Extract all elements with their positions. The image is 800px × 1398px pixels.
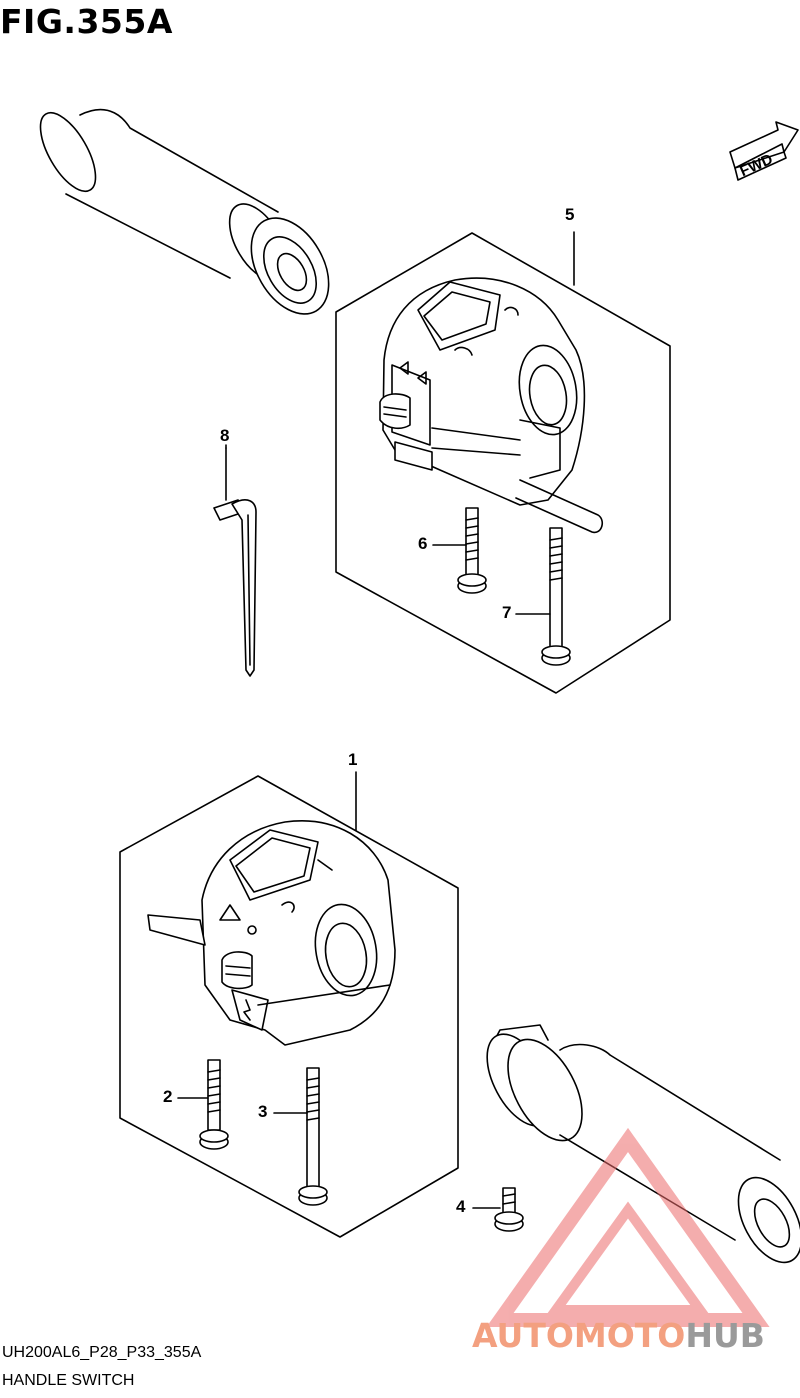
callout-7: 7 — [502, 603, 512, 622]
callout-5: 5 — [565, 205, 575, 224]
watermark-logo — [486, 1127, 770, 1327]
assembly-box-5 — [335, 232, 671, 694]
callout-4: 4 — [456, 1197, 466, 1216]
watermark-part2: HUB — [685, 1316, 765, 1355]
screw-6-drawing — [457, 507, 487, 594]
figure-code: UH200AL6_P28_P33_355A — [2, 1344, 202, 1361]
right-handle-switch-drawing — [379, 277, 604, 534]
figure-name: HANDLE SWITCH — [2, 1372, 135, 1389]
callout-3: 3 — [258, 1102, 268, 1121]
watermark-part1: AUTOMOTO — [472, 1316, 686, 1355]
figure-title: FIG.355A — [0, 2, 173, 41]
left-grip-drawing — [39, 108, 330, 315]
screw-2-drawing — [199, 1059, 229, 1150]
callout-8: 8 — [220, 426, 230, 445]
left-handle-switch-drawing — [147, 820, 396, 1046]
screw-3-drawing — [298, 1067, 328, 1206]
watermark-text: AUTOMOTOHUB — [472, 1316, 765, 1355]
screw-7-drawing — [541, 527, 571, 666]
cable-tie-8-drawing — [213, 447, 257, 677]
callout-6: 6 — [418, 534, 428, 553]
fwd-arrow-icon: FWD — [729, 121, 799, 181]
screw-4-drawing — [494, 1187, 524, 1232]
throttle-grip-drawing — [486, 1024, 800, 1264]
callout-2: 2 — [163, 1087, 173, 1106]
callout-1: 1 — [348, 750, 358, 769]
assembly-box-1 — [119, 775, 459, 1238]
